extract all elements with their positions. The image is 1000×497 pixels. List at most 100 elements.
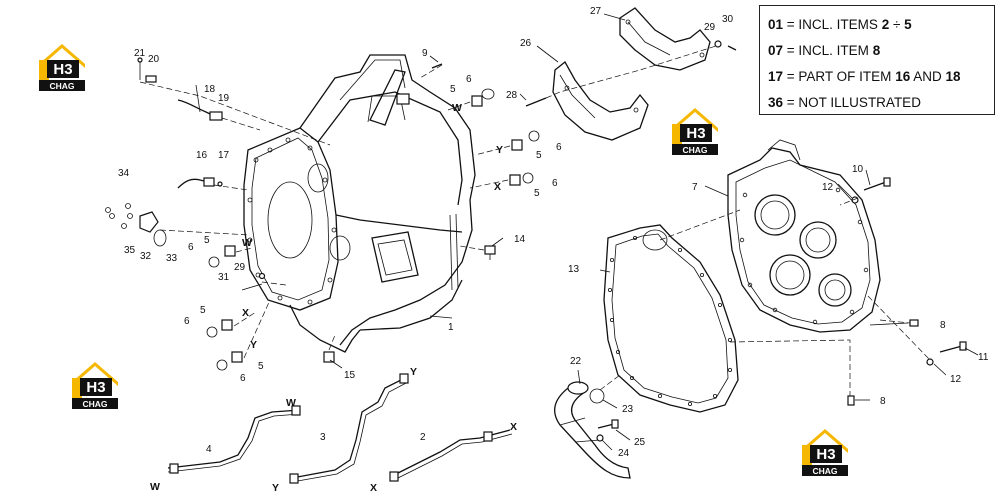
callout-labels: 1 2 3 4 5 5 5 5 5 5 6 6 6 6 6 6 7 8 8 9 … bbox=[118, 6, 989, 459]
legend-sep: ÷ bbox=[889, 17, 905, 32]
port-w-1: W bbox=[452, 102, 462, 114]
callout-5a: 5 bbox=[450, 84, 456, 95]
transmission-housing bbox=[243, 54, 476, 353]
callout-22: 22 bbox=[570, 356, 582, 367]
callout-6b: 6 bbox=[556, 142, 562, 153]
legend-text: = INCL. ITEMS bbox=[783, 17, 882, 32]
callout-19: 19 bbox=[218, 93, 230, 104]
callout-12a: 12 bbox=[822, 182, 834, 193]
legend-item: 18 bbox=[945, 69, 961, 84]
callout-35: 35 bbox=[124, 245, 136, 256]
port-y-4: Y bbox=[272, 482, 279, 494]
rear-cover bbox=[727, 139, 881, 333]
legend-code: 07 bbox=[768, 43, 784, 58]
callout-3: 3 bbox=[320, 432, 326, 443]
legend-code: 01 bbox=[768, 17, 784, 32]
callout-27: 27 bbox=[590, 6, 602, 17]
callout-31: 31 bbox=[218, 272, 230, 283]
callout-23: 23 bbox=[622, 404, 634, 415]
callout-5d: 5 bbox=[204, 235, 210, 246]
legend-item: 2 bbox=[881, 17, 890, 32]
port-x-2: X bbox=[242, 307, 249, 319]
callout-9: 9 bbox=[422, 48, 428, 59]
callout-30: 30 bbox=[722, 14, 734, 25]
callout-11: 11 bbox=[978, 352, 989, 363]
legend-code: 17 bbox=[768, 69, 784, 84]
callout-4: 4 bbox=[206, 444, 212, 455]
brand-logo: H3 CHAG bbox=[666, 102, 724, 160]
svg-text:CHAG: CHAG bbox=[49, 81, 74, 91]
svg-text:H3: H3 bbox=[686, 125, 705, 142]
callout-34: 34 bbox=[118, 168, 130, 179]
callout-7: 7 bbox=[692, 182, 698, 193]
callout-5b: 5 bbox=[536, 150, 542, 161]
legend-row: 07 = INCL. ITEM 8 bbox=[768, 38, 986, 64]
legend-sep: AND bbox=[910, 69, 946, 84]
brand-logo-icon: H3 CHAG bbox=[39, 44, 85, 91]
callout-29a: 29 bbox=[704, 22, 716, 33]
callout-6a: 6 bbox=[466, 74, 472, 85]
port-w-3: W bbox=[286, 397, 296, 409]
port-w-2: W bbox=[242, 237, 252, 249]
callout-18: 18 bbox=[204, 84, 216, 95]
legend-row: 36 = NOT ILLUSTRATED bbox=[768, 90, 986, 116]
callout-29b: 29 bbox=[234, 262, 246, 273]
gasket bbox=[603, 224, 739, 413]
callout-2: 2 bbox=[420, 432, 426, 443]
callout-5e: 5 bbox=[200, 305, 206, 316]
port-x-1: X bbox=[494, 181, 501, 193]
callout-16: 16 bbox=[196, 150, 208, 161]
legend-text: = INCL. ITEM bbox=[783, 43, 873, 58]
svg-text:CHAG: CHAG bbox=[682, 145, 707, 155]
callout-1: 1 bbox=[448, 322, 454, 333]
port-y-2: Y bbox=[250, 339, 257, 351]
assembly-lines bbox=[139, 45, 931, 396]
port-x-3: X bbox=[510, 421, 517, 433]
svg-text:CHAG: CHAG bbox=[82, 399, 107, 409]
brand-logo-icon: H3 CHAG bbox=[672, 108, 718, 155]
legend-item: 16 bbox=[895, 69, 911, 84]
brand-logo: H3 CHAG bbox=[796, 423, 854, 481]
leader-lines bbox=[195, 13, 979, 451]
callout-33: 33 bbox=[166, 253, 178, 264]
callout-17: 17 bbox=[218, 150, 230, 161]
port-x-4: X bbox=[370, 482, 377, 494]
cover-plates bbox=[552, 7, 711, 141]
pipes bbox=[167, 373, 513, 484]
svg-text:H3: H3 bbox=[816, 446, 835, 463]
brand-logo: H3 CHAG bbox=[66, 356, 124, 414]
legend-row: 17 = PART OF ITEM 16 AND 18 bbox=[768, 64, 986, 90]
suction-tube bbox=[554, 381, 631, 479]
callout-26: 26 bbox=[520, 38, 532, 49]
legend-box: 01 = INCL. ITEMS 2 ÷ 5 07 = INCL. ITEM 8… bbox=[759, 5, 995, 115]
legend-item: 5 bbox=[904, 17, 912, 32]
callout-6d: 6 bbox=[188, 242, 194, 253]
svg-text:CHAG: CHAG bbox=[812, 466, 837, 476]
callout-6c: 6 bbox=[552, 178, 558, 189]
small-parts bbox=[105, 40, 967, 442]
callout-10: 10 bbox=[852, 164, 864, 175]
legend-item: 8 bbox=[872, 43, 881, 58]
callout-24: 24 bbox=[618, 448, 630, 459]
callout-21: 21 bbox=[134, 48, 146, 59]
svg-text:H3: H3 bbox=[53, 61, 72, 78]
port-labels: W Y X W X Y W Y X W Y X bbox=[150, 102, 517, 494]
callout-14: 14 bbox=[514, 234, 526, 245]
callout-32: 32 bbox=[140, 251, 152, 262]
callout-20: 20 bbox=[148, 54, 160, 65]
brand-logo-icon: H3 CHAG bbox=[802, 429, 848, 476]
callout-12b: 12 bbox=[950, 374, 962, 385]
brand-logo: H3 CHAG bbox=[33, 38, 91, 96]
callout-28: 28 bbox=[506, 90, 518, 101]
callout-5f: 5 bbox=[258, 361, 264, 372]
port-w-4: W bbox=[150, 481, 160, 493]
callout-25: 25 bbox=[634, 437, 646, 448]
callout-8a: 8 bbox=[940, 320, 946, 331]
callout-6e: 6 bbox=[184, 316, 190, 327]
port-y-3: Y bbox=[410, 366, 417, 378]
brand-logo-icon: H3 CHAG bbox=[72, 362, 118, 409]
callout-13: 13 bbox=[568, 264, 580, 275]
legend-code: 36 bbox=[768, 95, 784, 110]
legend-text: = NOT ILLUSTRATED bbox=[783, 95, 921, 110]
